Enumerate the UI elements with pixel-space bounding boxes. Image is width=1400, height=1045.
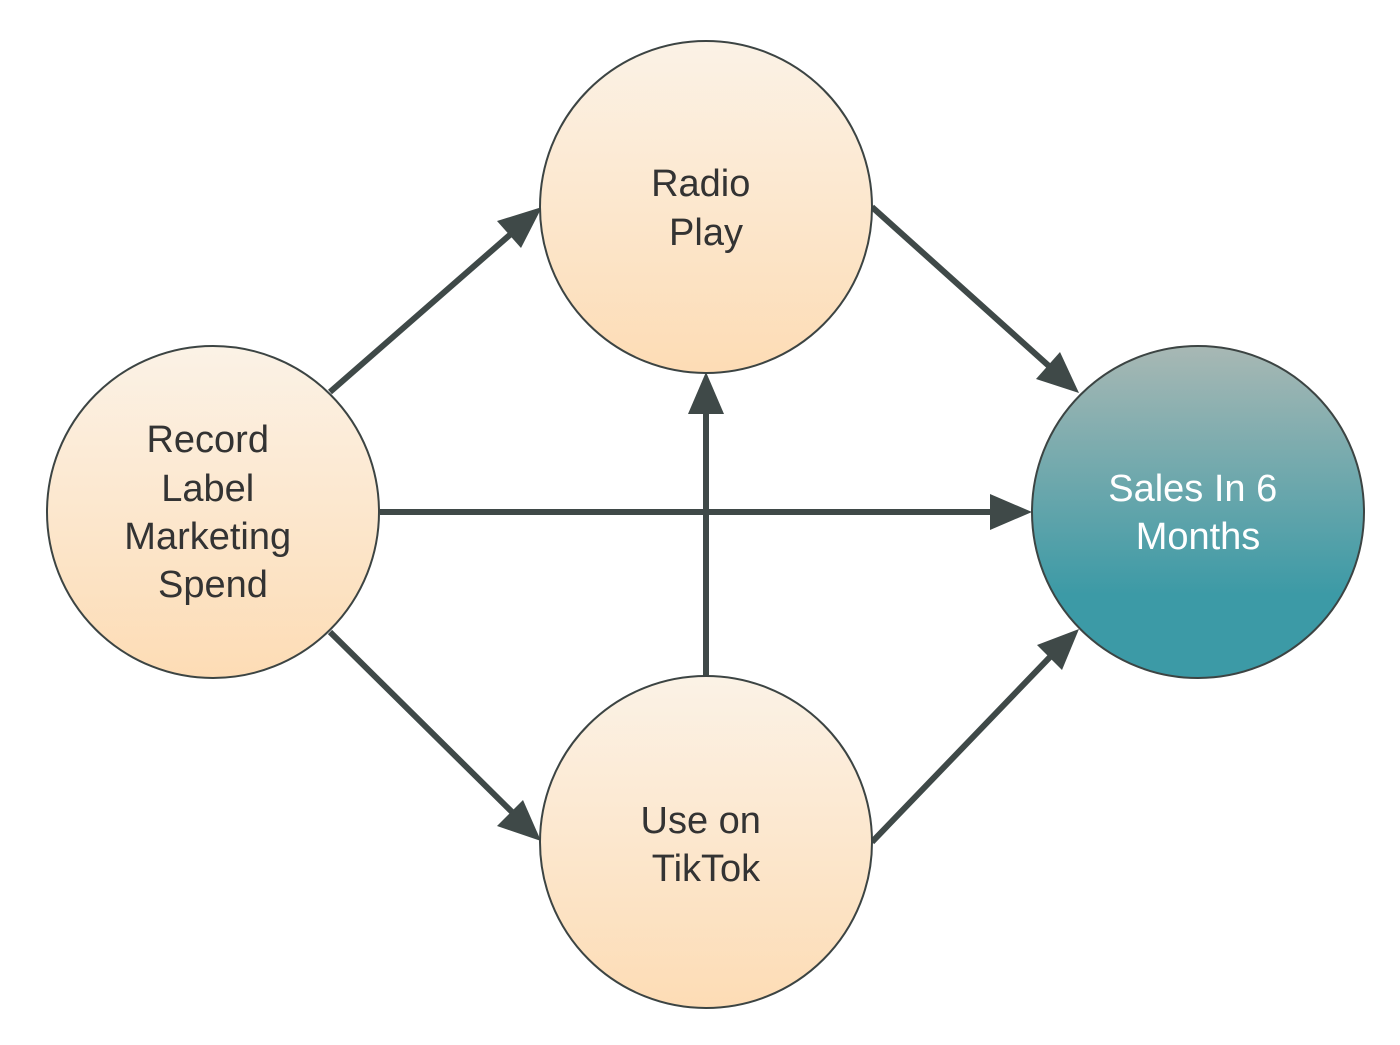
edge-marketing-to-sales: [380, 494, 1032, 530]
node-label-line: Record: [146, 419, 269, 461]
edge-radio-to-sales: [869, 204, 1079, 393]
node-label-line: Months: [1136, 516, 1261, 558]
node-label: Use on TikTok: [641, 800, 772, 890]
edges: [327, 204, 1079, 845]
node-circle: [539, 40, 873, 374]
node-label-line: Play: [669, 212, 743, 254]
node-label-line: Sales In 6: [1108, 468, 1277, 510]
edge-marketing-to-tiktok: [327, 629, 541, 841]
node-label-line: Use on: [641, 800, 761, 842]
node-label-line: TikTok: [652, 848, 761, 890]
edge-tiktok-to-radio: [688, 372, 724, 678]
node-label: Record Label Marketing Spend: [124, 419, 301, 606]
node-sales: Sales In 6 Months: [1031, 345, 1365, 679]
edge-marketing-to-radio: [328, 207, 542, 395]
node-circle: [539, 675, 873, 1009]
node-label-line: Marketing: [124, 516, 291, 558]
node-marketing: Record Label Marketing Spend: [46, 345, 380, 679]
node-circle: [1031, 345, 1365, 679]
arrowhead: [497, 207, 542, 248]
arrowhead: [990, 494, 1032, 530]
arrowhead: [688, 372, 724, 414]
node-label-line: Label: [161, 468, 254, 510]
node-label-line: Radio: [651, 163, 750, 205]
arrowhead: [497, 800, 541, 841]
arrowhead: [1037, 629, 1079, 670]
edge-tiktok-to-sales: [869, 629, 1079, 845]
node-circle: [46, 345, 380, 679]
node-label: Sales In 6 Months: [1108, 468, 1288, 558]
node-label: Radio Play: [651, 163, 761, 254]
node-radio: Radio Play: [539, 40, 873, 374]
node-label-line: Spend: [158, 564, 268, 606]
node-tiktok: Use on TikTok: [539, 675, 873, 1009]
arrowhead: [1036, 352, 1079, 393]
